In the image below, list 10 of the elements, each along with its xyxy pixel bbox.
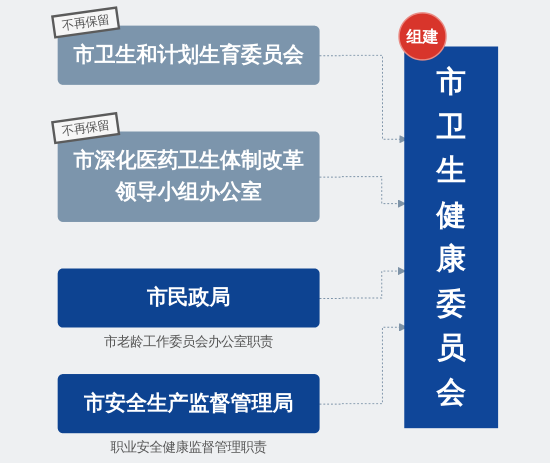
- stamp: 不再保留: [51, 112, 120, 144]
- org-box: 市卫生健康委员会: [404, 46, 498, 428]
- status-badge: 组建: [398, 12, 447, 61]
- connector-arrow: [319, 176, 406, 208]
- stamp: 不再保留: [51, 6, 120, 39]
- caption-text: 职业安全健康监督管理职责: [110, 440, 267, 456]
- org-box: 市民政局: [58, 268, 320, 328]
- connector-arrow: [319, 266, 406, 299]
- caption-text: 市老龄工作委员会办公室职责: [104, 335, 274, 350]
- org-box: 市安全生产监督管理局: [58, 374, 320, 434]
